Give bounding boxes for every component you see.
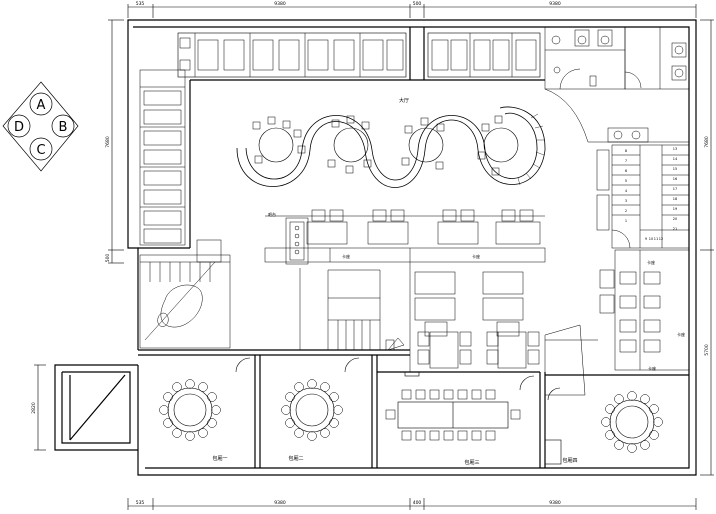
stair-step-number: 6 xyxy=(625,169,627,173)
label-counter: 吧台 xyxy=(268,211,276,217)
lounge-left xyxy=(139,239,231,349)
stair-step-number: 12 xyxy=(659,237,663,241)
stair-step-number: 19 xyxy=(673,207,677,211)
dim-top-3: 500 xyxy=(413,1,422,7)
stair-step-number: 11 xyxy=(654,237,658,241)
private-room-3-table xyxy=(385,371,535,441)
stair-step-number: 5 xyxy=(625,179,627,183)
staircase-right xyxy=(596,144,690,249)
compass-label-a: A xyxy=(37,98,46,113)
stair-step-number: 20 xyxy=(673,217,677,221)
stair-step-number: 1 xyxy=(625,219,627,223)
label-card-seat-b: 卡座 xyxy=(472,253,480,259)
exterior-walls xyxy=(54,19,697,476)
dim-right-1: 7680 xyxy=(704,136,710,148)
stair-step-number: 18 xyxy=(673,197,677,201)
compass-labels: A B C D xyxy=(14,98,67,158)
stair-step-number: 4 xyxy=(625,189,628,193)
label-card-seat-e: 卡座 xyxy=(648,365,656,371)
dining-seating-right xyxy=(409,262,598,396)
stair-step-number: 13 xyxy=(673,147,677,151)
dim-bottom-4: 9380 xyxy=(549,500,561,506)
stair-step-number: 16 xyxy=(673,177,677,181)
dim-bottom-1: 535 xyxy=(136,500,145,506)
private-room-1-table xyxy=(159,357,251,441)
staircase-central xyxy=(299,268,405,351)
dining-seating-middle xyxy=(264,209,546,265)
stair-step-number: 15 xyxy=(673,167,677,171)
dim-left-1: 7680 xyxy=(105,136,111,148)
label-card-seat-d: 卡座 xyxy=(677,331,685,337)
compass-label-b: B xyxy=(59,120,68,135)
stair-step-number: 7 xyxy=(625,159,627,163)
stair-step-number: 8 xyxy=(625,149,627,153)
room-labels: 大厅 包厢一 包厢二 包厢三 包厢四 卡座 卡座 卡座 卡座 卡座 吧台 xyxy=(212,97,685,466)
dim-top-4: 9380 xyxy=(549,1,561,7)
compass-label-c: C xyxy=(36,143,45,158)
room-label-hall: 大厅 xyxy=(399,97,409,104)
stair-step-number: 3 xyxy=(625,199,627,203)
dim-bottom-2: 9380 xyxy=(274,500,286,506)
compass-label-d: D xyxy=(14,120,24,135)
stair-step-number: 9 xyxy=(645,237,647,241)
label-card-seat-c: 卡座 xyxy=(647,259,655,265)
stair-step-number: 21 xyxy=(673,227,677,231)
dim-right-2: 5700 xyxy=(704,344,710,356)
room-label-private-2: 包厢二 xyxy=(288,455,303,462)
stair-step-number: 10 xyxy=(649,237,653,241)
compass-rose xyxy=(2,81,79,172)
stair-step-number: 14 xyxy=(673,157,678,161)
booth-column-right xyxy=(599,249,690,371)
private-room-4-table xyxy=(544,387,663,465)
room-label-private-4: 包厢四 xyxy=(562,457,577,464)
dim-bottom-3: 400 xyxy=(413,500,422,506)
dim-top-1: 535 xyxy=(136,1,145,7)
restroom-area xyxy=(544,26,690,143)
curved-bar-counter xyxy=(236,106,546,188)
private-room-2-table xyxy=(281,357,360,441)
stair-step-number: 2 xyxy=(625,209,627,213)
round-tables-hall xyxy=(252,115,519,176)
room-label-private-3: 包厢三 xyxy=(464,459,479,466)
room-label-private-1: 包厢一 xyxy=(212,455,227,462)
dim-top-2: 9380 xyxy=(274,1,286,7)
booth-row-top xyxy=(177,32,541,78)
dimension-lines xyxy=(34,4,714,510)
booth-column-left xyxy=(139,69,186,246)
dim-left-annex: 2820 xyxy=(31,402,37,414)
label-card-seat-a: 卡座 xyxy=(342,253,350,259)
stair-step-number: 17 xyxy=(673,187,677,191)
dim-left-2: 500 xyxy=(105,254,111,263)
dimension-labels: 535 9380 500 9380 535 9380 400 9380 7680… xyxy=(31,1,710,506)
